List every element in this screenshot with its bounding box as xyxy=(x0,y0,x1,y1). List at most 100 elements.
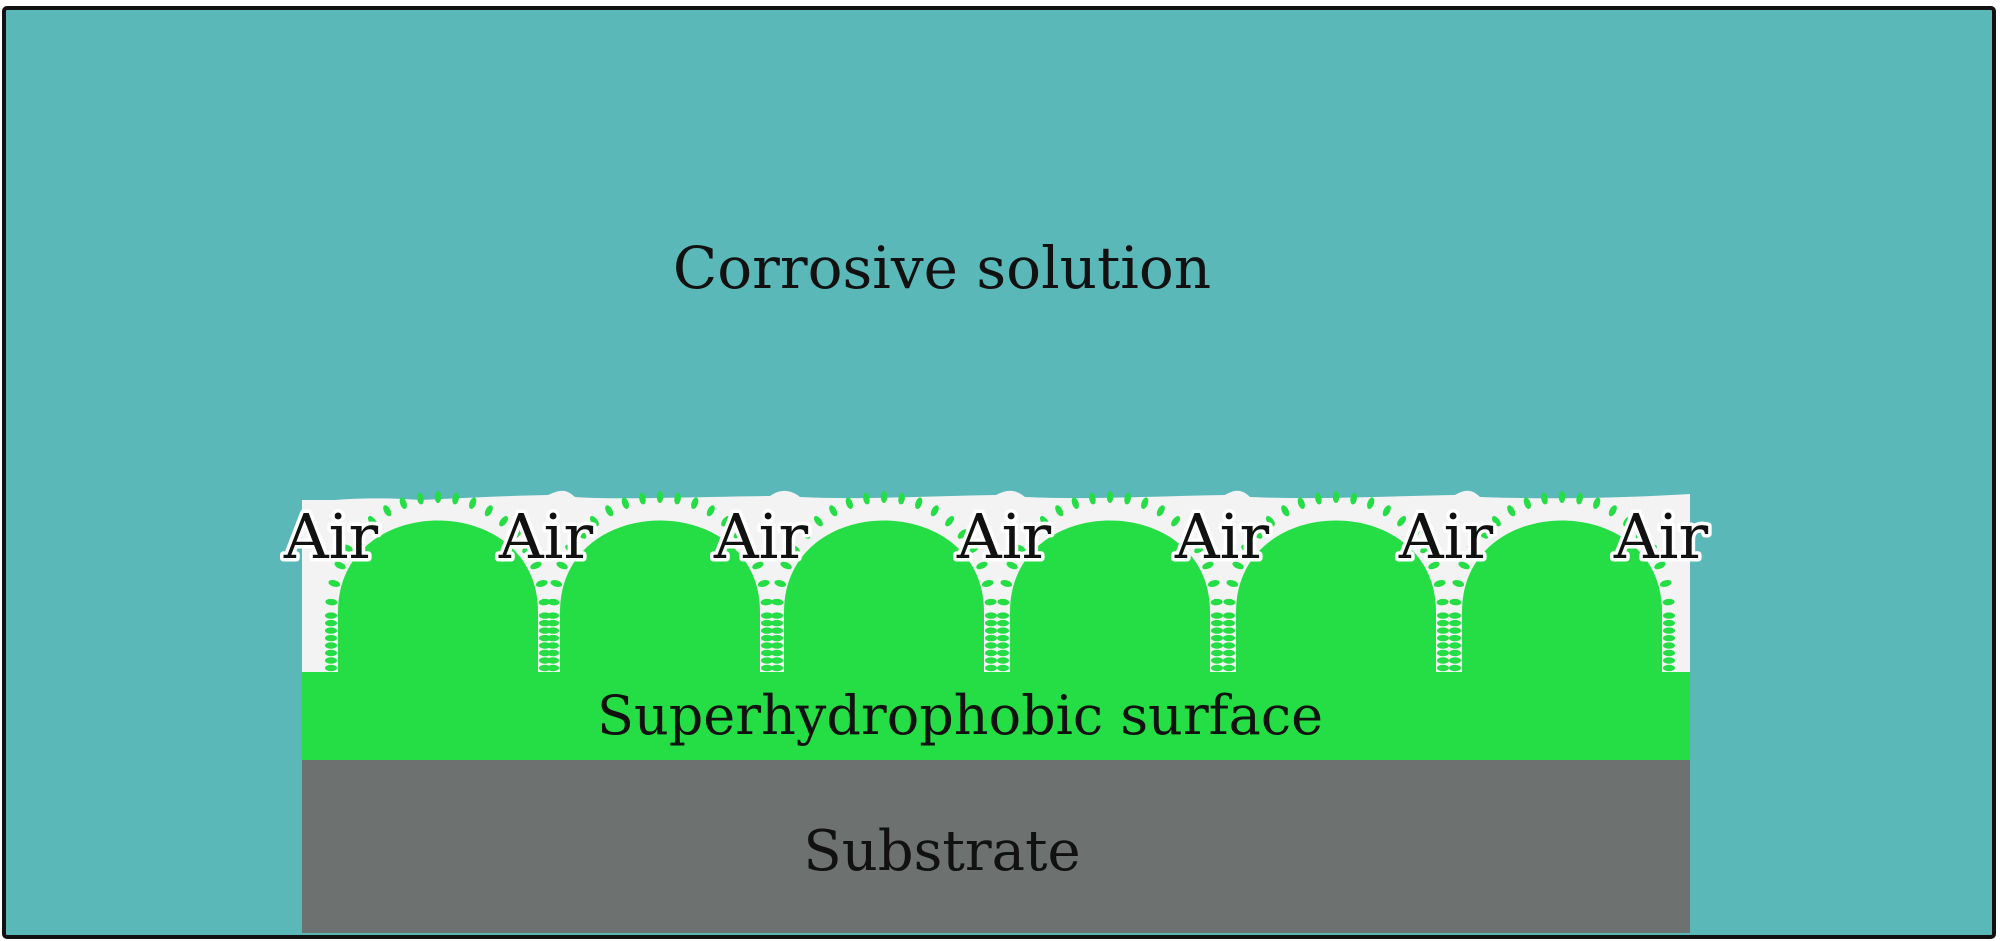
fringe-hair xyxy=(1449,612,1461,619)
fringe-hair xyxy=(761,619,773,627)
fringe-hair xyxy=(1252,529,1263,539)
pillar-fringe xyxy=(997,491,1223,672)
fringe-hair xyxy=(1635,529,1646,539)
fringe-hair xyxy=(674,492,681,505)
fringe-hair xyxy=(1223,649,1235,657)
fringe-hair xyxy=(863,492,870,505)
fringe-hair xyxy=(985,627,997,634)
fringe-hair xyxy=(1437,627,1449,634)
fringe-hair xyxy=(1523,497,1531,509)
air-label: Air xyxy=(1613,500,1709,573)
fringe-hair xyxy=(997,612,1009,619)
fringe-hair xyxy=(771,664,783,672)
fringe-hair xyxy=(771,619,783,627)
fringe-hair xyxy=(1452,580,1465,587)
fringe-hair xyxy=(771,627,783,634)
fringe-hair xyxy=(1223,664,1235,672)
fringe-hair xyxy=(343,544,354,554)
fringe-hair xyxy=(774,580,787,587)
fringe-hair xyxy=(1663,619,1675,627)
fringe-hair xyxy=(997,657,1009,664)
fringe-hair xyxy=(997,634,1009,642)
fringe-hair xyxy=(1437,649,1449,657)
fringe-hair xyxy=(1223,619,1235,627)
fringe-hair xyxy=(325,634,337,642)
fringe-hair xyxy=(1449,664,1461,672)
fringe-hair xyxy=(556,561,568,570)
fringe-hair xyxy=(1623,516,1633,527)
fringe-hair xyxy=(733,529,744,539)
fringe-hair xyxy=(968,544,979,554)
fringe-hair xyxy=(328,580,341,587)
pillar-fringe xyxy=(1449,491,1675,672)
fringe-hair xyxy=(434,491,442,503)
fringe-hair xyxy=(760,598,773,606)
fringe-hair xyxy=(761,634,773,642)
fringe-hair xyxy=(1593,497,1601,509)
fringe-hair xyxy=(985,619,997,627)
fringe-hair xyxy=(757,580,770,587)
superhydrophobic-surface-layer xyxy=(302,672,1690,760)
fringe-hair xyxy=(1207,580,1220,587)
fringe-hair xyxy=(367,516,377,527)
fringe-hair xyxy=(383,505,392,517)
fringe-hair xyxy=(565,544,576,554)
fringe-hair xyxy=(547,664,559,672)
fringe-hair xyxy=(1449,627,1461,634)
fringe-hair xyxy=(789,544,800,554)
fringe-hair xyxy=(1449,634,1461,642)
air-label: Air xyxy=(713,500,809,573)
fringe-hair xyxy=(1507,505,1516,517)
fringe-hair xyxy=(997,627,1009,634)
fringe-hair xyxy=(945,516,955,527)
fringe-hair xyxy=(985,642,997,649)
fringe-hair xyxy=(771,612,783,619)
fringe-hair xyxy=(589,516,599,527)
fringe-hair xyxy=(984,598,997,606)
fringe-hair xyxy=(325,657,337,664)
fringe-hair xyxy=(761,664,773,672)
fringe-hair xyxy=(771,598,784,606)
fringe-hair xyxy=(484,505,493,517)
fringe-hair xyxy=(1223,627,1235,634)
fringe-hair xyxy=(1663,657,1675,664)
fringe-hair xyxy=(325,649,337,657)
fringe-hair xyxy=(325,598,338,606)
fringe-hair xyxy=(1223,598,1236,606)
fringe-hair xyxy=(829,505,838,517)
fringe-hair xyxy=(1297,497,1305,509)
fringe-hair xyxy=(780,561,792,570)
fringe-hair xyxy=(721,516,731,527)
fringe-hair xyxy=(800,529,811,539)
fringe-hair xyxy=(325,642,337,649)
surface-pillar xyxy=(338,520,538,680)
fringe-hair xyxy=(1449,657,1461,664)
fringe-hair xyxy=(1458,561,1470,570)
fringe-hair xyxy=(1409,529,1420,539)
fringe-hair xyxy=(639,492,646,505)
fringe-hair xyxy=(752,561,764,570)
fringe-hair xyxy=(1194,544,1205,554)
fringe-hair xyxy=(1662,598,1675,606)
fringe-hair xyxy=(1265,516,1275,527)
fringe-hair xyxy=(985,634,997,642)
fringe-hair xyxy=(997,642,1009,649)
fringe-hair xyxy=(813,516,823,527)
surface-pillars xyxy=(325,491,1675,680)
fringe-hair xyxy=(499,516,509,527)
fringe-hair xyxy=(1663,627,1675,634)
fringe-hair xyxy=(771,642,783,649)
pillar-fringe xyxy=(547,491,773,672)
fringe-hair xyxy=(706,505,715,517)
fringe-hair xyxy=(1106,491,1114,503)
fringe-hair xyxy=(744,544,755,554)
fringe-hair xyxy=(530,561,542,570)
fringe-hair xyxy=(1241,544,1252,554)
surface-pillar xyxy=(1236,520,1436,680)
fringe-hair xyxy=(1026,529,1037,539)
fringe-hair xyxy=(771,634,783,642)
fringe-hair xyxy=(1541,492,1548,505)
fringe-hair xyxy=(985,612,997,619)
surface-pillar xyxy=(560,520,760,680)
